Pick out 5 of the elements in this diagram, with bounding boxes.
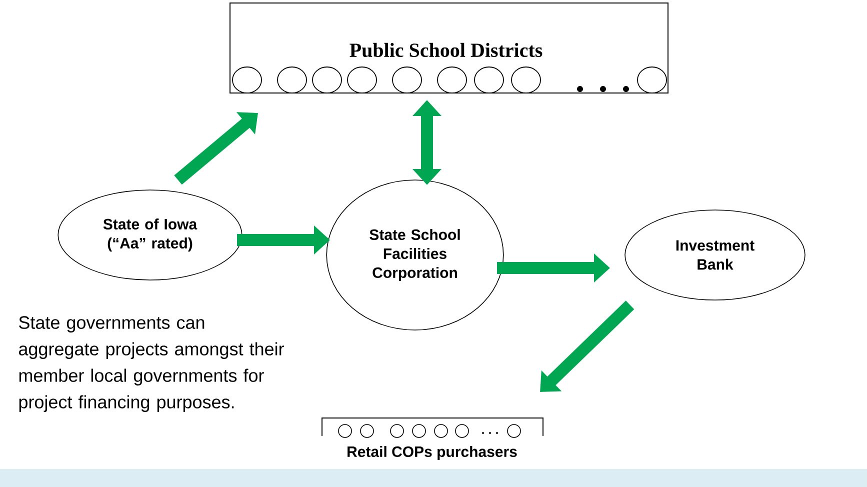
- block-arrow: [174, 112, 258, 185]
- block-arrow: [540, 300, 634, 392]
- district-box: Public School Districts: [230, 2, 668, 94]
- note-text: State governments can aggregate projects amongst their member local governments for project financing purposes.: [18, 316, 284, 412]
- purchaser-group: Retail COPs purchasers: [322, 418, 544, 460]
